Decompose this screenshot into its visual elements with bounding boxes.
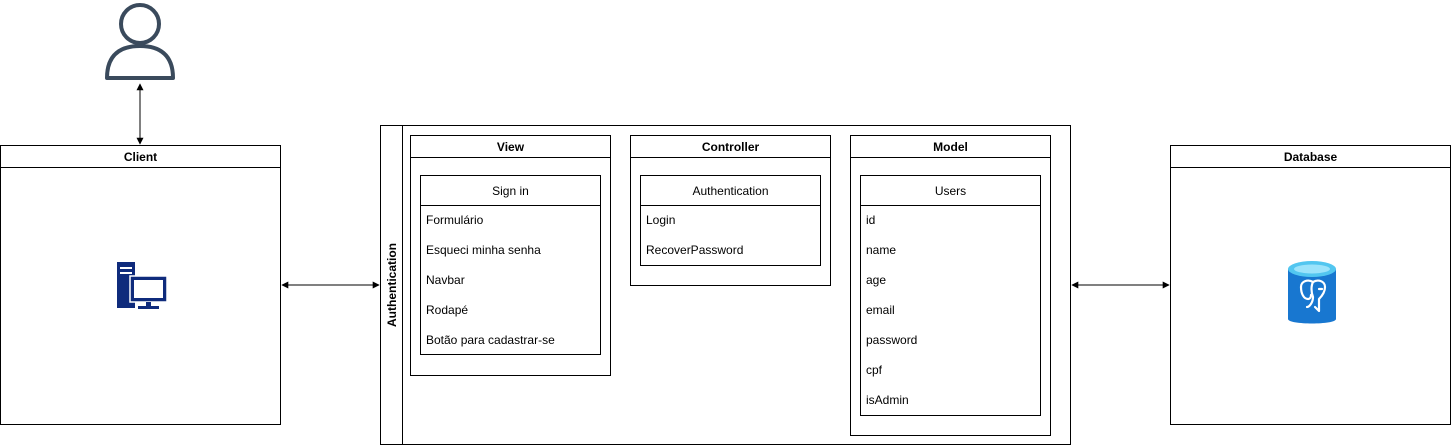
list-item: name xyxy=(866,243,897,257)
sign-in-class-title: Sign in xyxy=(421,176,600,206)
user-icon xyxy=(104,2,176,80)
list-item: cpf xyxy=(866,363,883,377)
postgresql-database-icon xyxy=(1286,259,1338,327)
list-item: isAdmin xyxy=(866,393,909,407)
users-class: Users id name age email password cpf isA… xyxy=(860,175,1041,416)
database-title: Database xyxy=(1171,146,1450,168)
list-item: Botão para cadastrar-se xyxy=(426,333,555,347)
view-title: View xyxy=(411,136,610,158)
list-item: Rodapé xyxy=(426,303,469,317)
database-box: Database xyxy=(1170,145,1451,425)
client-box: Client xyxy=(0,145,281,425)
list-item: password xyxy=(866,333,918,347)
sign-in-class: Sign in Formulário Esqueci minha senha N… xyxy=(420,175,601,355)
list-item: age xyxy=(866,273,887,287)
client-title: Client xyxy=(1,146,280,168)
desktop-computer-icon xyxy=(114,260,170,312)
list-item: email xyxy=(866,303,895,317)
model-title: Model xyxy=(851,136,1050,158)
users-class-title: Users xyxy=(861,176,1040,206)
authentication-class-title: Authentication xyxy=(641,176,820,206)
list-item: Formulário xyxy=(426,213,484,227)
list-item: Navbar xyxy=(426,273,465,287)
list-item: Esqueci minha senha xyxy=(426,243,541,257)
authentication-label: Authentication xyxy=(381,126,403,444)
controller-title: Controller xyxy=(631,136,830,158)
list-item: RecoverPassword xyxy=(646,243,744,257)
list-item: Login xyxy=(646,213,676,227)
list-item: id xyxy=(866,213,876,227)
authentication-class: Authentication Login RecoverPassword xyxy=(640,175,821,266)
